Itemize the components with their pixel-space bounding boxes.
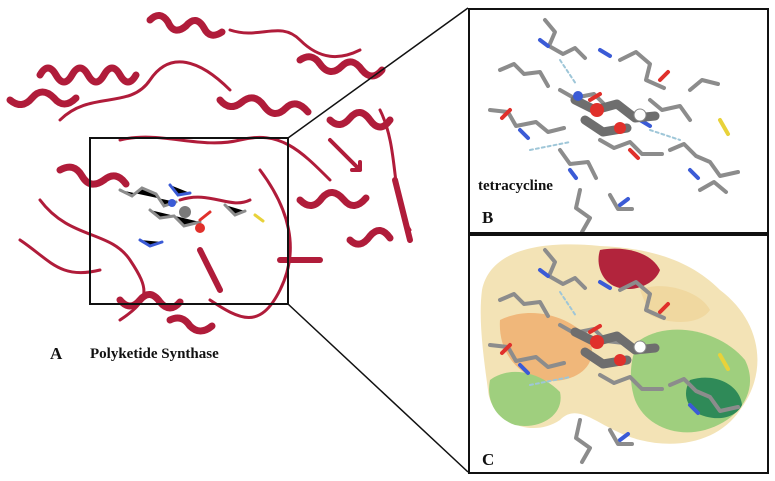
binding-site-sticks-panel-c [488, 248, 740, 464]
selection-box [89, 137, 289, 305]
protein-ribbon-illustration [6, 12, 413, 335]
ligand-sticks-panel-a [118, 183, 265, 248]
binding-site-sticks-panel-b [488, 18, 740, 234]
panel-c-frame [468, 234, 769, 474]
panel-b-frame [468, 8, 769, 234]
zoom-line-bottom [287, 303, 469, 473]
panel-c-letter: C [482, 450, 495, 469]
panel-b-letter: B [482, 208, 494, 227]
zoom-line-top [287, 7, 469, 139]
panel-a-caption: Polyketide Synthase [90, 346, 219, 362]
panel-a-letter: A [50, 344, 63, 363]
ligand-label: tetracycline [478, 178, 553, 194]
